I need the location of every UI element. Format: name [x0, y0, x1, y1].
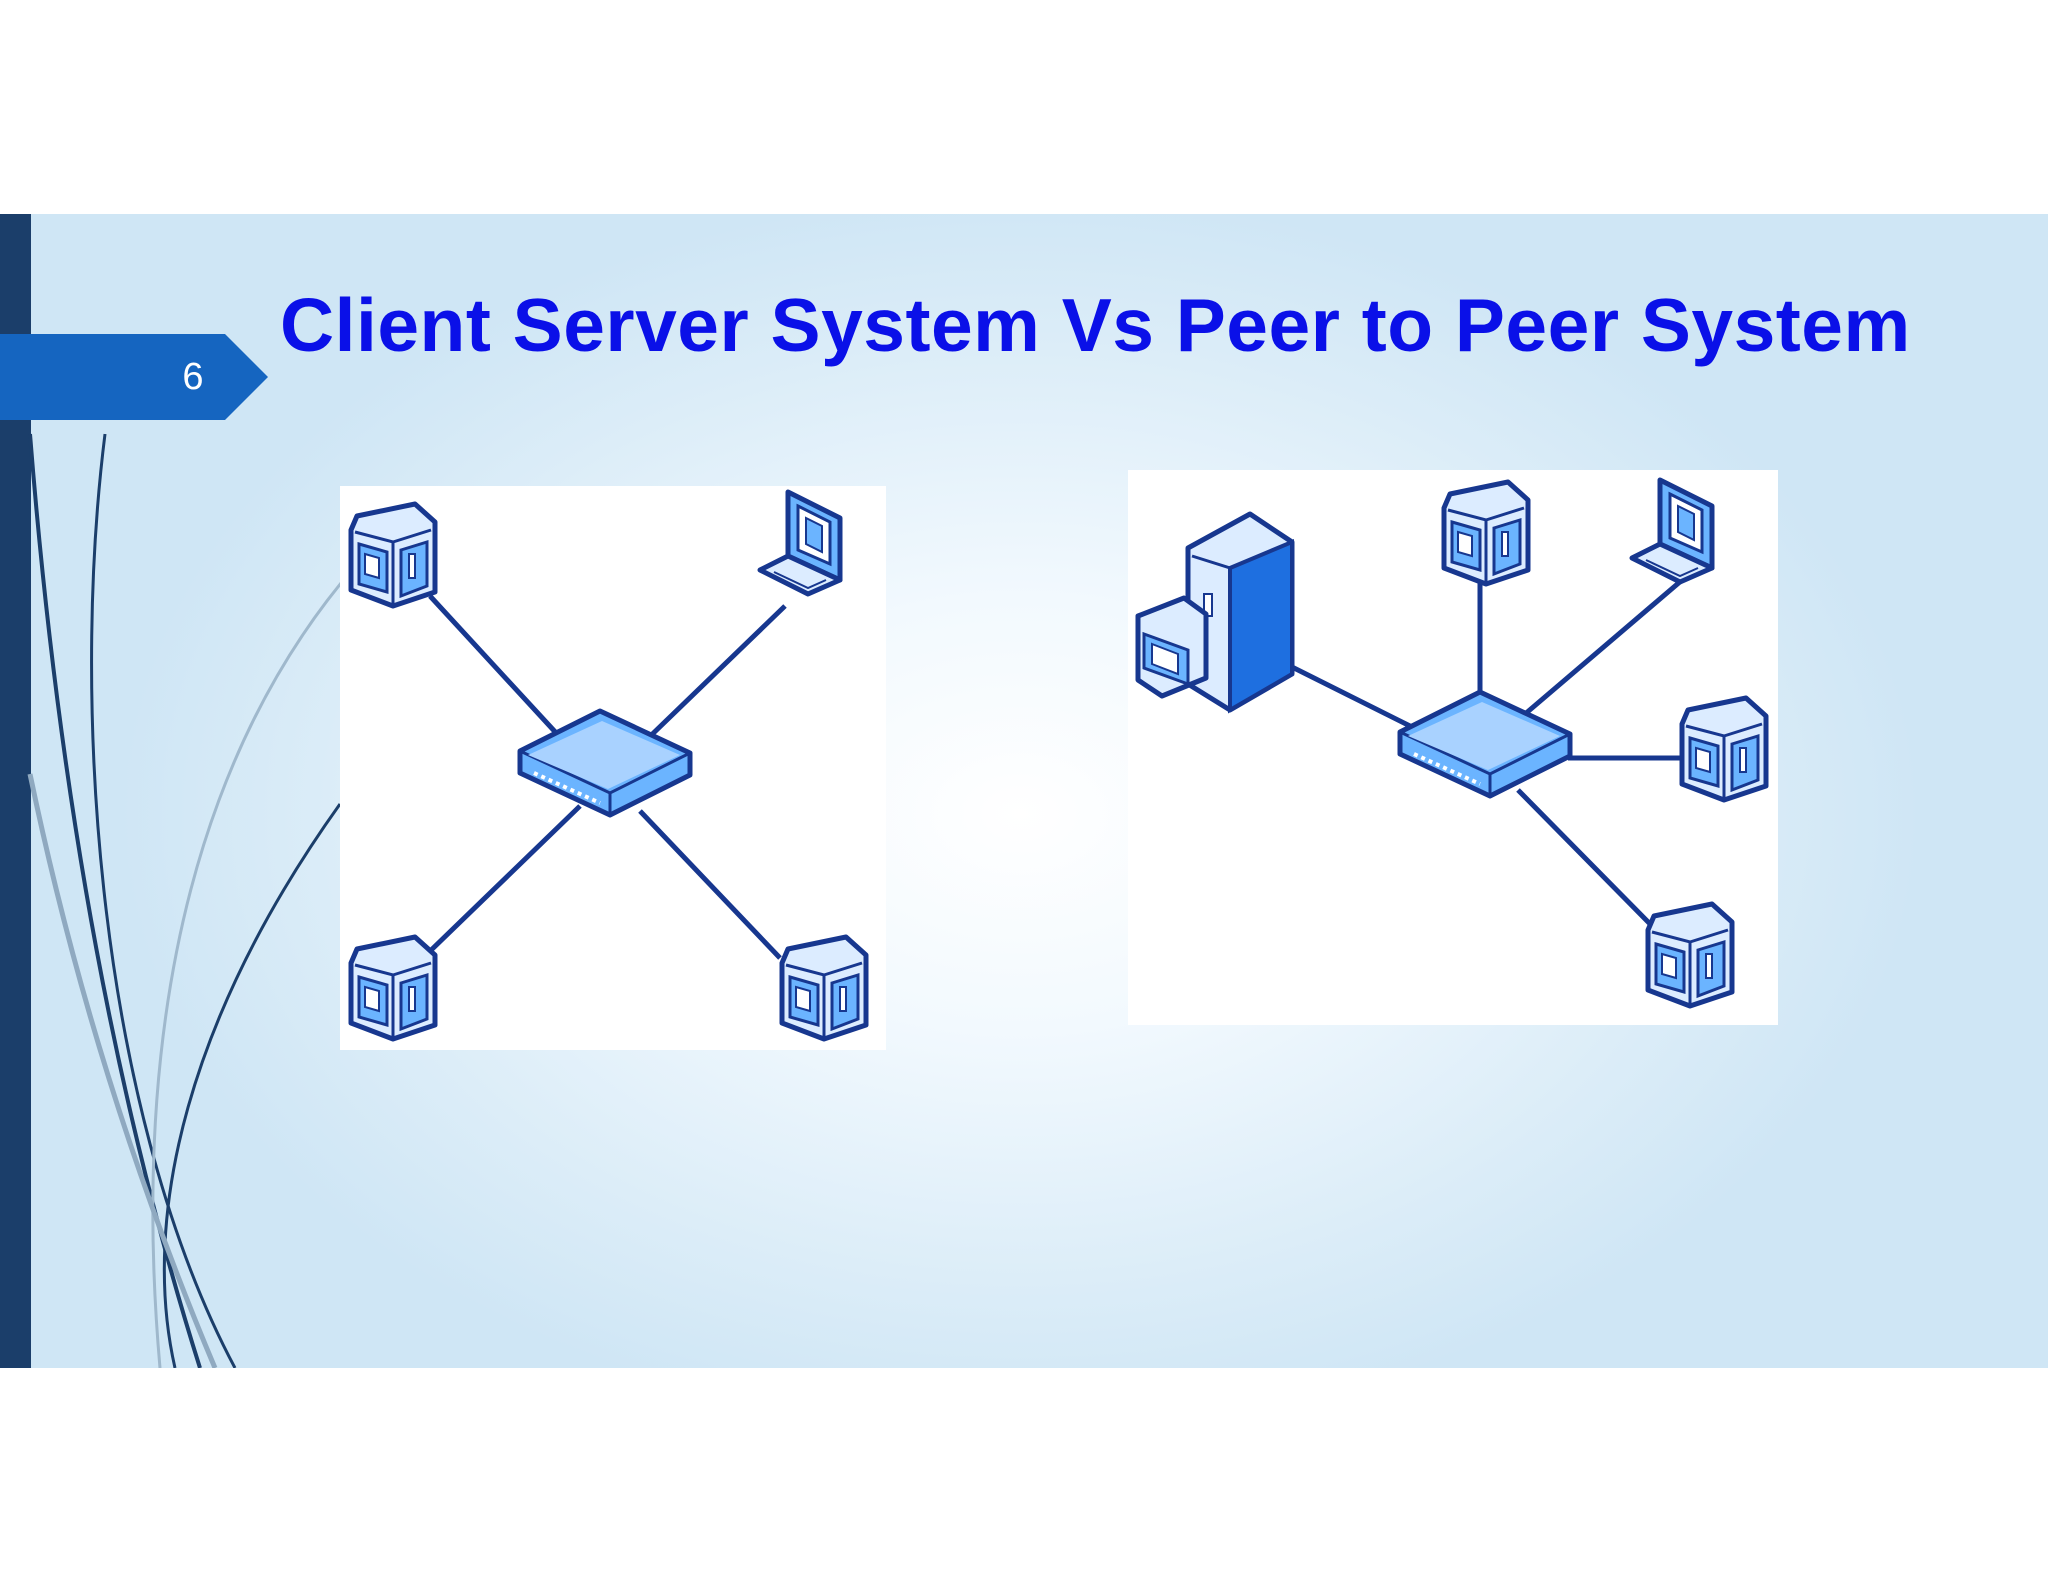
switch-icon	[1400, 692, 1570, 796]
desktop-icon	[1444, 482, 1528, 584]
switch-icon	[520, 711, 690, 815]
peer-to-peer-diagram	[1128, 470, 1778, 1025]
slide-number-tab	[0, 334, 268, 420]
slide-title: Client Server System Vs Peer to Peer Sys…	[280, 283, 1911, 367]
laptop-icon	[1632, 480, 1712, 582]
desktop-icon	[351, 504, 435, 606]
desktop-icon	[1648, 904, 1732, 1006]
desktop-icon	[782, 937, 866, 1039]
server-icon	[1138, 514, 1292, 710]
laptop-icon	[760, 492, 840, 594]
client-server-diagram	[340, 486, 886, 1050]
slide: 6 Client Server System Vs Peer to Peer S…	[0, 214, 2048, 1368]
desktop-icon	[1682, 698, 1766, 800]
desktop-icon	[351, 937, 435, 1039]
slide-number: 6	[182, 356, 204, 398]
